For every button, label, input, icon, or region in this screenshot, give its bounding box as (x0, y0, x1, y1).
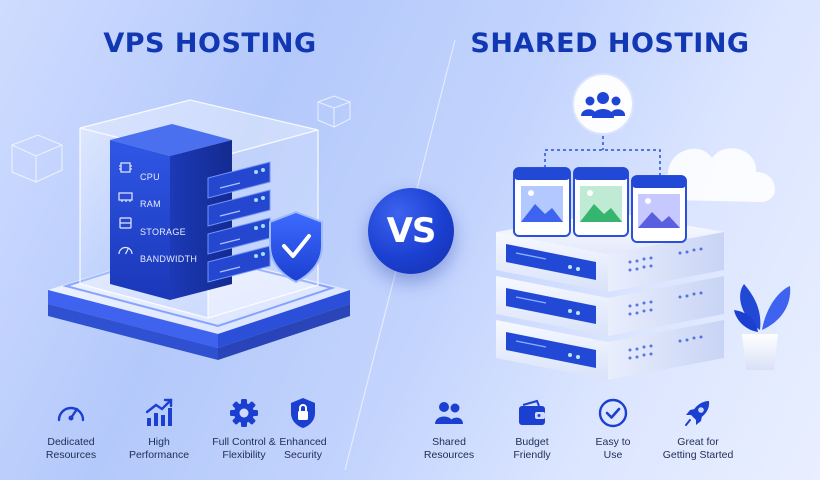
spec-ram-label: RAM (140, 199, 161, 209)
spec-bandwidth-label: BANDWIDTH (140, 254, 198, 264)
shared-title: SHARED HOSTING (470, 28, 750, 59)
gear-icon (230, 399, 258, 427)
feature-getting-started: Great for Getting Started (643, 396, 753, 462)
feature-label: Great for Getting Started (662, 436, 734, 461)
ram-icon (118, 192, 133, 202)
storage-icon (119, 217, 132, 229)
feature-dedicated-resources: Dedicated Resources (16, 396, 126, 462)
spec-cpu-label: CPU (140, 172, 160, 182)
feature-enhanced-security: Enhanced Security (248, 396, 358, 462)
feature-label: Budget Friendly (513, 436, 551, 461)
feature-label: Dedicated Resources (45, 436, 97, 461)
feature-easy-to-use: Easy to Use (558, 396, 668, 462)
wire-cube-right (316, 95, 352, 128)
shield-lock-icon (291, 398, 315, 428)
potted-plant (734, 284, 791, 370)
feature-label: Easy to Use (595, 436, 631, 461)
feature-shared-resources: Shared Resources (394, 396, 504, 462)
wire-cube-left (10, 134, 64, 183)
vs-badge: VS (368, 188, 454, 274)
gauge-icon (57, 406, 85, 422)
website-card-3 (631, 175, 687, 243)
feature-high-performance: High Performance (104, 396, 214, 462)
cpu-chip-icon (119, 162, 132, 173)
check-circle-icon (598, 398, 628, 428)
users-bubble (572, 73, 634, 135)
bandwidth-gauge-icon (118, 246, 133, 255)
feature-label: Enhanced Security (279, 436, 327, 461)
feature-label: Shared Resources (423, 436, 475, 461)
feature-budget-friendly: Budget Friendly (477, 396, 587, 462)
growth-chart-icon (145, 398, 173, 426)
server-stack (496, 212, 724, 380)
dashed-connector (544, 136, 661, 180)
vps-title: VPS HOSTING (103, 28, 317, 59)
website-card-1 (513, 167, 571, 237)
users-icon (435, 402, 463, 424)
feature-full-control: Full Control & Flexibility (189, 396, 299, 462)
vs-label: VS (386, 211, 437, 251)
wallet-icon (519, 399, 545, 425)
website-card-2 (573, 167, 629, 237)
spec-storage-label: STORAGE (140, 227, 186, 237)
rocket-icon (685, 401, 710, 426)
server-tower (110, 124, 271, 300)
security-shield-icon (269, 210, 323, 284)
feature-label: High Performance (128, 436, 190, 461)
feature-label: Full Control & Flexibility (212, 436, 276, 461)
